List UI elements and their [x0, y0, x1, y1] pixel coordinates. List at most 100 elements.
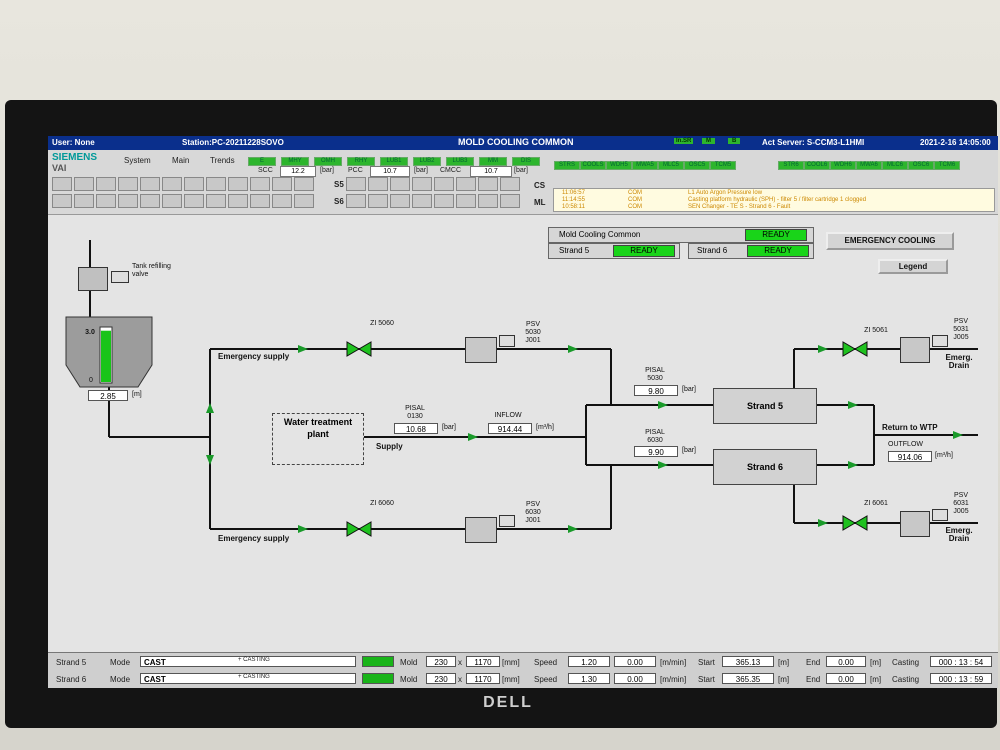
menu-main[interactable]: Main — [172, 156, 190, 165]
strand6-status-row: Strand 6 Mode CAST + CASTING Mold 230 x … — [48, 671, 998, 687]
strand-toolbar-button-0-0-icon[interactable] — [346, 177, 366, 191]
status-indicator-mm[interactable]: MM — [479, 157, 507, 166]
psv5031-valve-icon[interactable] — [900, 337, 930, 363]
strand-toolbar-button-1-0-icon[interactable] — [346, 194, 366, 208]
pcc-unit: [bar] — [414, 167, 429, 174]
strand-toolbar-button-1-6-icon[interactable] — [478, 194, 498, 208]
toolbar-button-0-0-icon[interactable] — [52, 177, 72, 191]
toolbar-button-0-9-icon[interactable] — [250, 177, 270, 191]
status-indicator-wdh6[interactable]: WDH6 — [830, 161, 856, 170]
strand-toolbar-button-1-5-icon[interactable] — [456, 194, 476, 208]
status-indicator-mwa5[interactable]: MWA5 — [632, 161, 658, 170]
alarm-src-1: COM — [628, 190, 642, 196]
toolbar-button-0-2-icon[interactable] — [96, 177, 116, 191]
toolbar-button-1-7-icon[interactable] — [206, 194, 226, 208]
strand-toolbar-button-1-7-icon[interactable] — [500, 194, 520, 208]
strand6-block[interactable]: Strand 6 — [713, 449, 817, 485]
toolbar-button-1-2-icon[interactable] — [96, 194, 116, 208]
pisal6030-unit: [bar] — [682, 447, 697, 454]
strand-toolbar-button-0-2-icon[interactable] — [390, 177, 410, 191]
tank-refill-valve-icon[interactable] — [78, 267, 108, 291]
status-indicator-str6[interactable]: STR6 — [778, 161, 804, 170]
status-indicator-mlc5[interactable]: MLC5 — [658, 161, 684, 170]
cs-label[interactable]: CS — [534, 181, 546, 190]
status-indicator-mlc6[interactable]: MLC6 — [882, 161, 908, 170]
legend-button[interactable]: Legend — [878, 259, 948, 274]
psv6030-valve-icon[interactable] — [465, 517, 497, 543]
status-indicator-lub1[interactable]: LUB1 — [380, 157, 408, 166]
toolbar-button-1-5-icon[interactable] — [162, 194, 182, 208]
menu-trends[interactable]: Trends — [210, 156, 235, 165]
status-indicator-lub2[interactable]: LUB2 — [413, 157, 441, 166]
toolbar-button-1-8-icon[interactable] — [228, 194, 248, 208]
status-indicator-e[interactable]: E — [248, 157, 276, 166]
status-indicator-mwa6[interactable]: MWA6 — [856, 161, 882, 170]
strand-toolbar-button-1-3-icon[interactable] — [412, 194, 432, 208]
pisal5030-label: PISAL 5030 — [645, 367, 665, 382]
toolbar-button-1-11-icon[interactable] — [294, 194, 314, 208]
status-indicator-mhy[interactable]: MHY — [281, 157, 309, 166]
strand-toolbar-button-0-4-icon[interactable] — [434, 177, 454, 191]
status-indicator-osc6[interactable]: OSC6 — [908, 161, 934, 170]
strand-toolbar-button-1-4-icon[interactable] — [434, 194, 454, 208]
status-indicator-rhy[interactable]: RHY — [347, 157, 375, 166]
psv6031-actuator-icon — [932, 509, 948, 521]
menu-system[interactable]: System — [124, 156, 151, 165]
water-treatment-plant[interactable]: Water treatment plant — [272, 413, 364, 465]
piping-diagram — [65, 240, 978, 537]
sb-m-6: [m] — [778, 675, 790, 684]
status-indicator-tcm6[interactable]: TCM6 — [934, 161, 960, 170]
sb-sub-6: + CASTING — [238, 674, 270, 680]
psv5030-valve-icon[interactable] — [465, 337, 497, 363]
strand-toolbar-button-0-7-icon[interactable] — [500, 177, 520, 191]
status-indicator-osc5[interactable]: OSC5 — [684, 161, 710, 170]
strand5-block[interactable]: Strand 5 — [713, 388, 817, 424]
strand-toolbar-button-0-6-icon[interactable] — [478, 177, 498, 191]
toolbar-button-1-3-icon[interactable] — [118, 194, 138, 208]
toolbar-button-0-1-icon[interactable] — [74, 177, 94, 191]
toolbar-button-0-10-icon[interactable] — [272, 177, 292, 191]
sb-speed-unit-6: [m/min] — [660, 675, 687, 684]
supply-label: Supply — [376, 442, 403, 451]
toolbar-button-0-11-icon[interactable] — [294, 177, 314, 191]
toolbar-button-1-1-icon[interactable] — [74, 194, 94, 208]
strand-toolbar-button-1-1-icon[interactable] — [368, 194, 388, 208]
sb-mold-w-5: 230 — [426, 656, 456, 667]
psv6030-label: PSV 6030 J001 — [525, 501, 541, 524]
toolbar-button-0-7-icon[interactable] — [206, 177, 226, 191]
status-indicator-omh[interactable]: OMH — [314, 157, 342, 166]
toolbar-button-1-6-icon[interactable] — [184, 194, 204, 208]
strand-toolbar-button-0-3-icon[interactable] — [412, 177, 432, 191]
toolbar-button-1-10-icon[interactable] — [272, 194, 292, 208]
toolbar-button-0-3-icon[interactable] — [118, 177, 138, 191]
status-indicator-lub3[interactable]: LUB3 — [446, 157, 474, 166]
toolbar-button-0-4-icon[interactable] — [140, 177, 160, 191]
sb-casting-6: 000 : 13 : 59 — [930, 673, 992, 684]
scc-unit: [bar] — [320, 167, 335, 174]
strand-toolbar-button-1-2-icon[interactable] — [390, 194, 410, 208]
alarm-list[interactable]: 11:06:57 COM L1 Auto Argon Pressure low … — [553, 188, 995, 212]
title-bar: User: None Station:PC-20211228SOVO MOLD … — [48, 136, 998, 150]
toolbar-button-0-6-icon[interactable] — [184, 177, 204, 191]
ml-label[interactable]: ML — [534, 198, 546, 207]
pisal6030-value: 9.90 — [634, 446, 678, 457]
toolbar-button-1-9-icon[interactable] — [250, 194, 270, 208]
toolbar-button-0-8-icon[interactable] — [228, 177, 248, 191]
status-indicator-cool6[interactable]: COOL6 — [804, 161, 830, 170]
status-indicator-tcm5[interactable]: TCM5 — [710, 161, 736, 170]
status-indicator-wdh5[interactable]: WDH5 — [606, 161, 632, 170]
status-indicator-cools[interactable]: COOLS — [580, 161, 606, 170]
sb-end-label-6: End — [806, 675, 821, 684]
status-indicator-dis[interactable]: DIS — [512, 157, 540, 166]
mcc-label: Mold Cooling Common — [559, 230, 641, 239]
toolbar-button-0-5-icon[interactable] — [162, 177, 182, 191]
toolbar-button-1-0-icon[interactable] — [52, 194, 72, 208]
zi5061-label: ZI 5061 — [864, 327, 888, 334]
strand-toolbar-button-0-5-icon[interactable] — [456, 177, 476, 191]
emergency-cooling-button[interactable]: EMERGENCY COOLING — [826, 232, 954, 250]
status-indicator-strs[interactable]: STRS — [554, 161, 580, 170]
toolbar-button-1-4-icon[interactable] — [140, 194, 160, 208]
strand-toolbar-button-0-1-icon[interactable] — [368, 177, 388, 191]
sb-mm-6: [mm] — [502, 675, 520, 684]
psv6031-valve-icon[interactable] — [900, 511, 930, 537]
